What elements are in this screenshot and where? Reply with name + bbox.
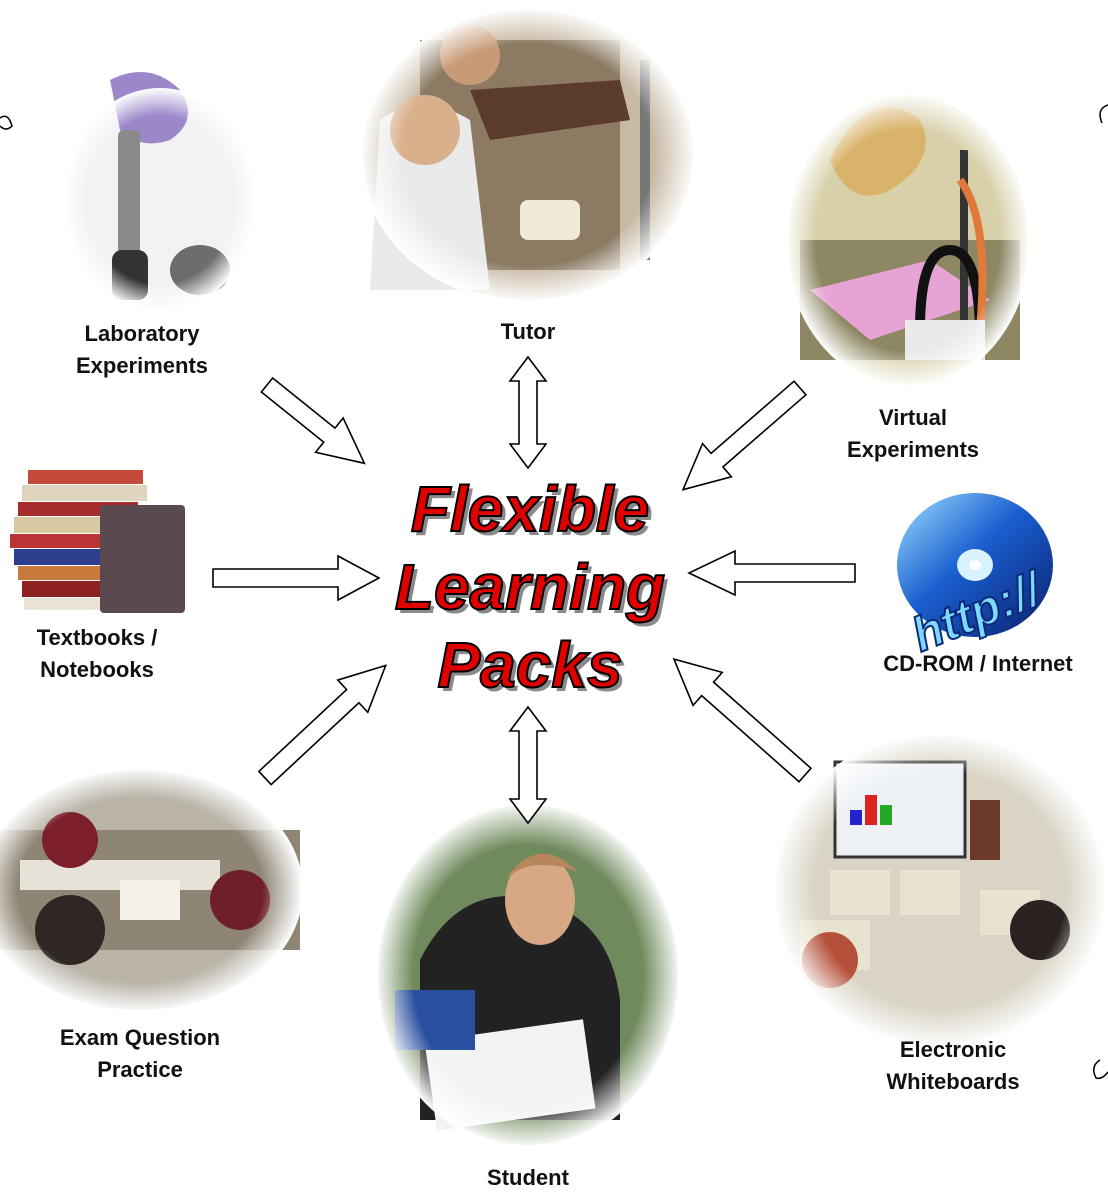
label-student: Student — [487, 1165, 569, 1190]
title-line-flexible: Flexible — [410, 472, 650, 546]
arrow-exam-to-center — [257, 664, 388, 786]
curl-icon — [1093, 1059, 1108, 1080]
arrow-lab-to-center — [260, 376, 366, 465]
label-laboratory-experiments: Laboratory Experiments — [75, 321, 209, 378]
central-title: Flexible Learning Packs — [330, 470, 730, 704]
arrow-tutor-center — [508, 355, 548, 470]
label-textbooks-notebooks: Textbooks / Notebooks — [36, 625, 158, 682]
label-virtual-experiments: Virtual Experiments — [846, 405, 980, 462]
exam-photo — [0, 767, 303, 1013]
title-line-packs: Packs — [436, 628, 623, 702]
arrow-cdrom-to-center — [687, 549, 856, 597]
arrow-whiteboards-to-center — [672, 657, 813, 783]
label-tutor: Tutor — [500, 319, 556, 344]
arrow-student-center — [508, 705, 548, 825]
arrow-textbooks-to-center — [212, 554, 381, 602]
label-exam-question-practice: Exam Question Practice — [59, 1025, 221, 1082]
curl-icon — [0, 115, 13, 130]
title-line-learning: Learning — [394, 550, 666, 624]
textbooks-photo — [10, 470, 185, 613]
curl-icon — [1099, 104, 1108, 124]
cdrom-photo: http:// — [897, 493, 1054, 663]
lab-photo — [63, 72, 257, 312]
tutor-photo — [360, 7, 696, 303]
whiteboards-photo — [772, 732, 1108, 1048]
virtual-photo — [785, 92, 1031, 388]
arrow-virtual-to-center — [681, 380, 808, 491]
student-photo — [375, 802, 681, 1148]
label-cdrom-internet: CD-ROM / Internet — [883, 651, 1073, 676]
label-electronic-whiteboards: Electronic Whiteboards — [886, 1037, 1020, 1094]
